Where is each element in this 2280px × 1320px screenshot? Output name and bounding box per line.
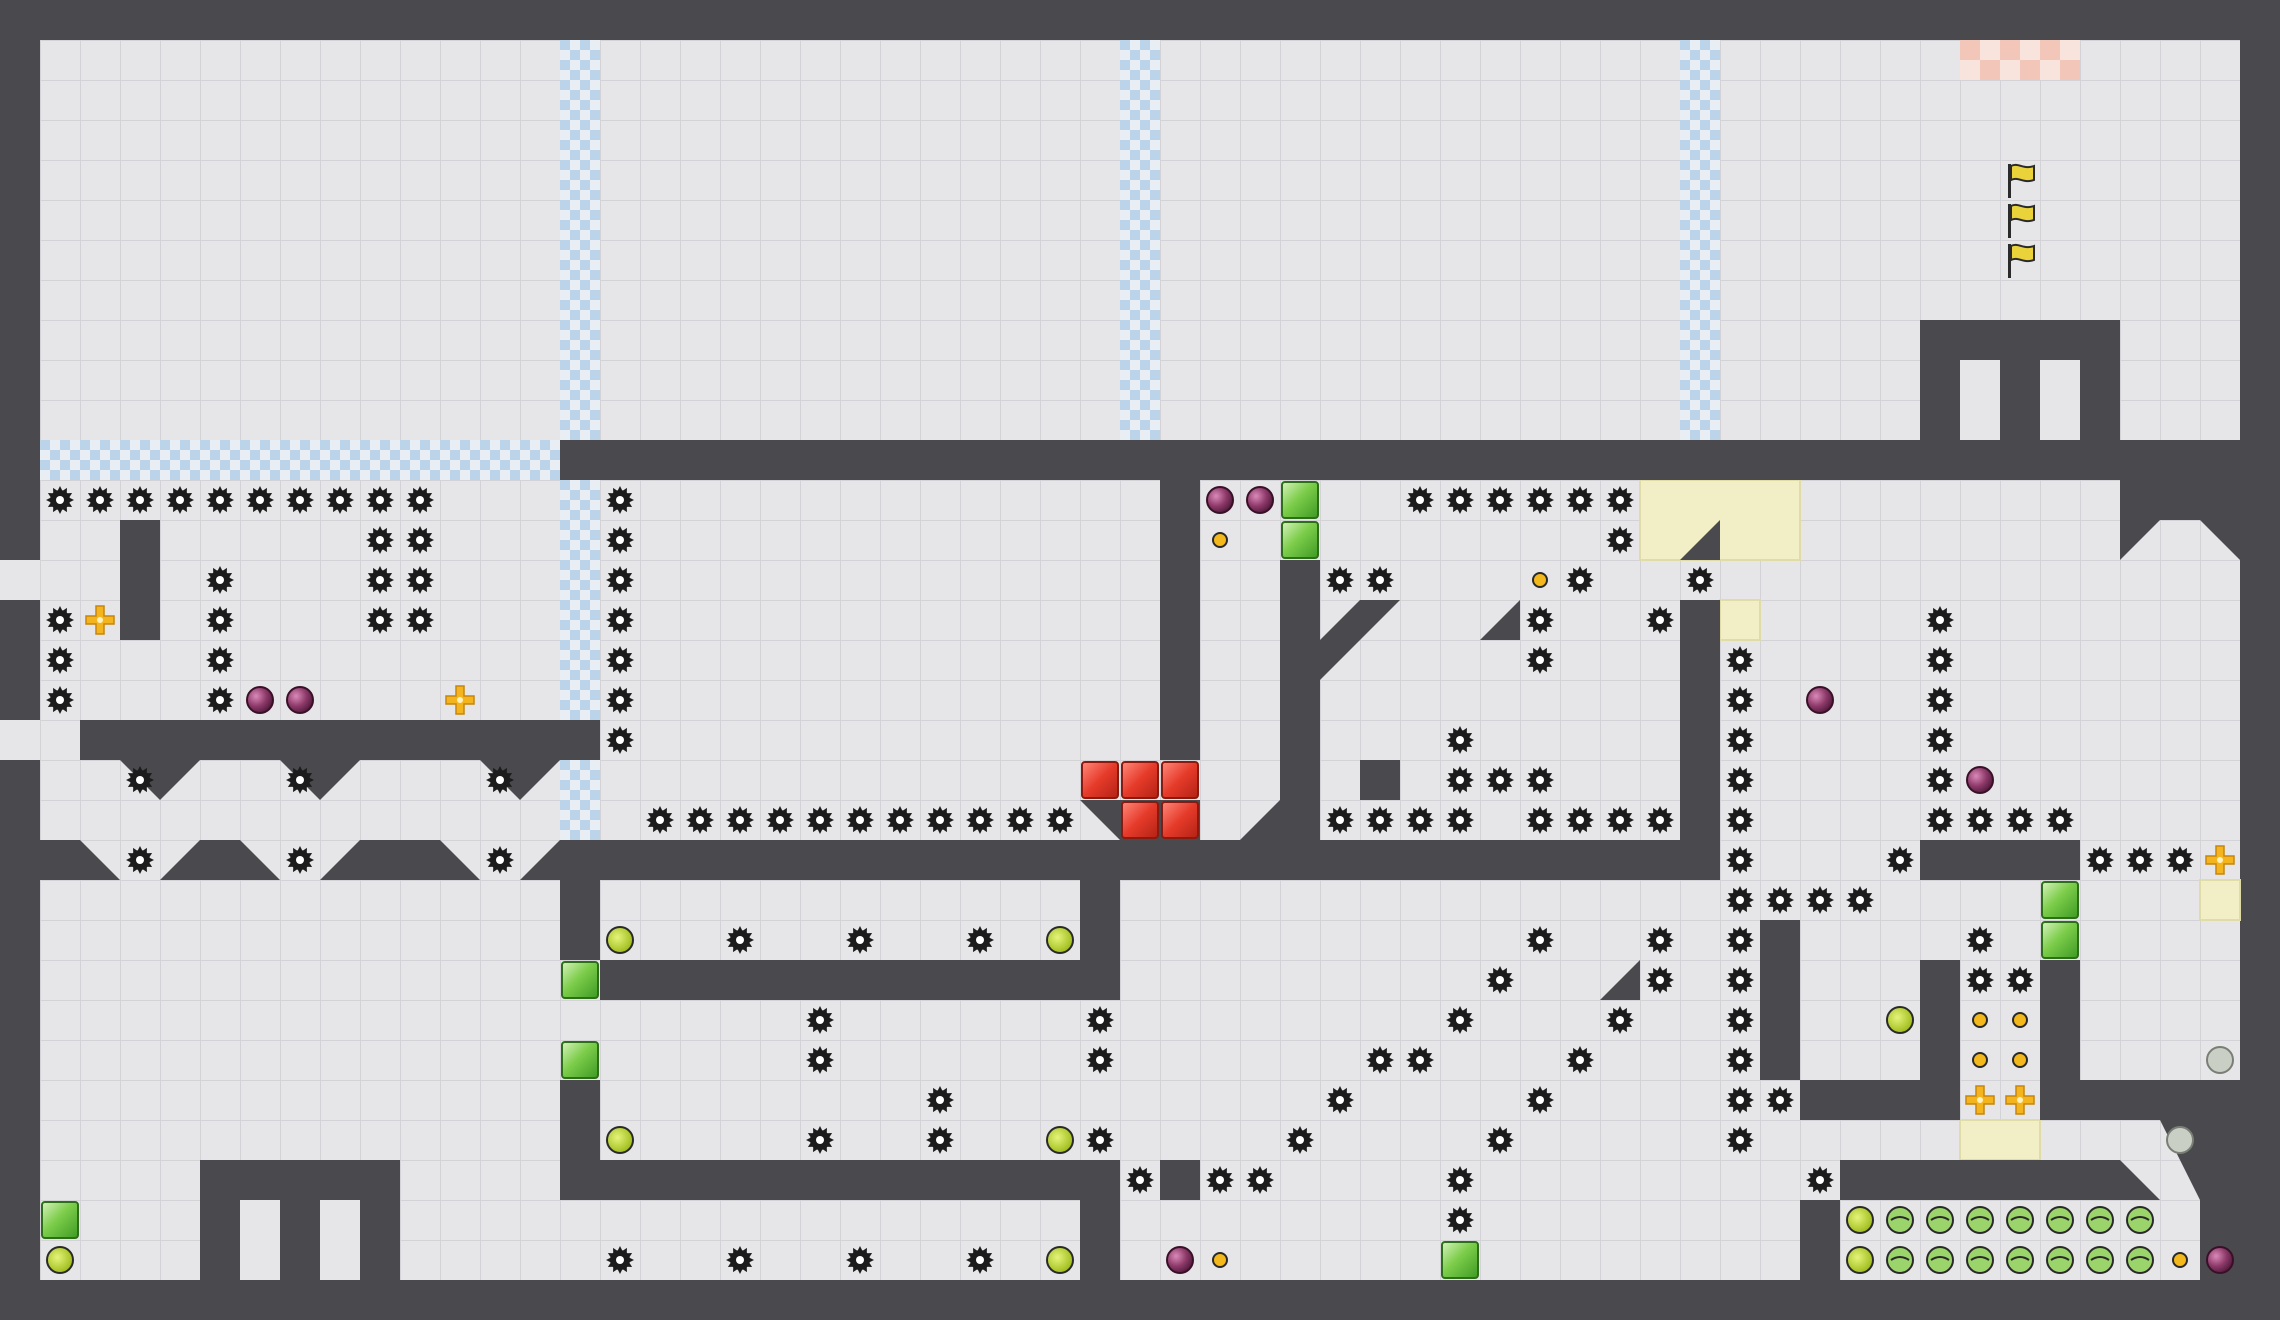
disc-icon[interactable]	[1046, 926, 1074, 954]
interior-walls	[0, 320, 2240, 1280]
coin-icon[interactable]	[2172, 1252, 2188, 1268]
orb-icon[interactable]	[246, 686, 274, 714]
disc-icon[interactable]	[606, 926, 634, 954]
crate-icon	[561, 1041, 599, 1079]
pellet-icon[interactable]	[2046, 1246, 2074, 1274]
crate-icon	[561, 961, 599, 999]
crate-icon	[1161, 761, 1199, 799]
pellet-icon[interactable]	[2006, 1206, 2034, 1234]
blue-checker-lanes	[40, 40, 1720, 840]
pellet-icon[interactable]	[2046, 1206, 2074, 1234]
crate-icon	[1121, 801, 1159, 839]
orb-icon[interactable]	[1806, 686, 1834, 714]
crate-icon	[1121, 761, 1159, 799]
tower-windows	[240, 360, 2080, 1280]
lime-discs	[46, 926, 2154, 1274]
disc-icon[interactable]	[1886, 1006, 1914, 1034]
crate-icon	[2041, 881, 2079, 919]
pellet-icon[interactable]	[2126, 1246, 2154, 1274]
crate-icon	[1281, 481, 1319, 519]
crate-icon	[1081, 761, 1119, 799]
orb-icon[interactable]	[1166, 1246, 1194, 1274]
crate-icon	[41, 1201, 79, 1239]
orb-icon[interactable]	[1966, 766, 1994, 794]
disc-icon[interactable]	[1846, 1246, 1874, 1274]
pellet-icon[interactable]	[2086, 1246, 2114, 1274]
coin-icon[interactable]	[2012, 1012, 2028, 1028]
pellet-icon[interactable]	[1926, 1246, 1954, 1274]
pellet-icon[interactable]	[1886, 1246, 1914, 1274]
crate-icon	[2041, 921, 2079, 959]
disc-icon[interactable]	[1046, 1246, 1074, 1274]
orb-icon[interactable]	[1246, 486, 1274, 514]
pellet-icon[interactable]	[1966, 1206, 1994, 1234]
coin-icon[interactable]	[1212, 532, 1228, 548]
crate-icon	[1161, 801, 1199, 839]
coin-icon[interactable]	[2012, 1052, 2028, 1068]
purple-orbs	[246, 486, 2234, 1274]
pellet-icon[interactable]	[1926, 1206, 1954, 1234]
disc-icon[interactable]	[46, 1246, 74, 1274]
pellet-icon[interactable]	[1966, 1246, 1994, 1274]
crate-icon	[1281, 521, 1319, 559]
coin-icon[interactable]	[1972, 1012, 1988, 1028]
crate-icon	[1441, 1241, 1479, 1279]
disc-icon[interactable]	[2166, 1126, 2194, 1154]
coin-icon[interactable]	[1212, 1252, 1228, 1268]
disc-icon[interactable]	[1846, 1206, 1874, 1234]
disc-icon[interactable]	[606, 1126, 634, 1154]
orb-icon[interactable]	[1206, 486, 1234, 514]
green-blocks	[41, 481, 2079, 1279]
red-blocks	[1081, 761, 1199, 839]
orb-icon[interactable]	[286, 686, 314, 714]
disc-icon[interactable]	[1046, 1126, 1074, 1154]
pellet-icon[interactable]	[2086, 1206, 2114, 1234]
gold-coins	[1212, 532, 2188, 1268]
coin-icon[interactable]	[1972, 1052, 1988, 1068]
orb-icon[interactable]	[2206, 1246, 2234, 1274]
coin-icon[interactable]	[1532, 572, 1548, 588]
disc-icon[interactable]	[2206, 1046, 2234, 1074]
pellet-icon[interactable]	[1886, 1206, 1914, 1234]
grey-discs	[2166, 1046, 2234, 1154]
pellet-icon[interactable]	[2006, 1246, 2034, 1274]
goal-zone	[1960, 40, 2080, 80]
pellet-icon[interactable]	[2126, 1206, 2154, 1234]
